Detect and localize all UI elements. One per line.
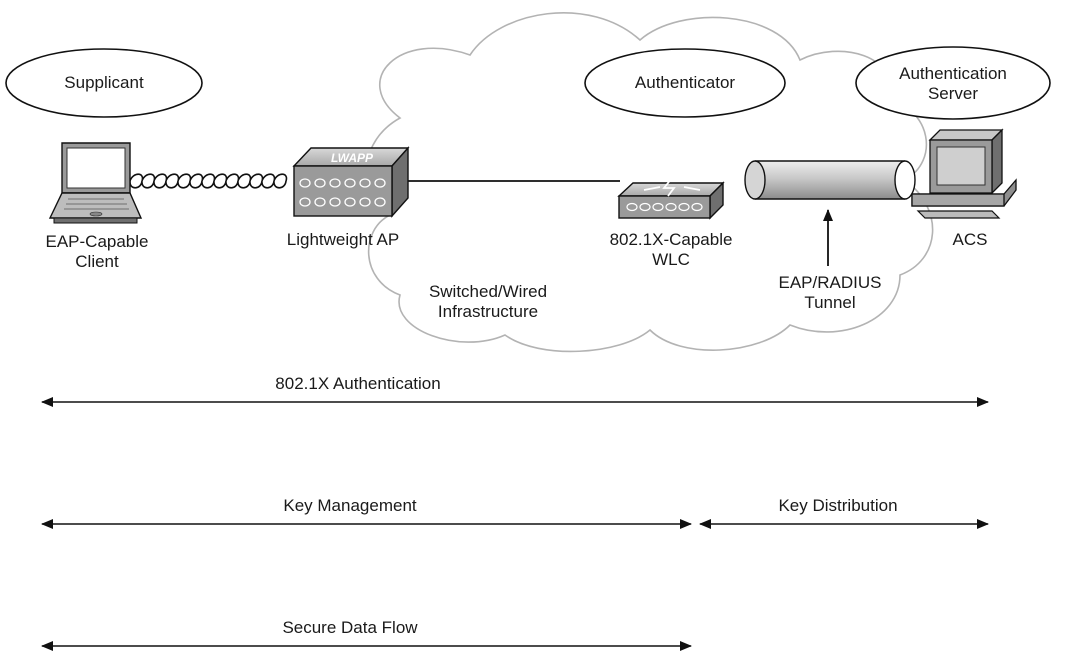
key-distribution-label: Key Distribution xyxy=(778,496,898,515)
authenticator-label: Authenticator xyxy=(634,73,736,92)
infrastructure-label: Switched/Wired Infrastructure xyxy=(428,282,548,321)
infrastructure-cloud xyxy=(365,12,934,353)
wlc-label: 802.1X-Capable WLC xyxy=(609,230,733,269)
tunnel-label: EAP/RADIUS Tunnel xyxy=(778,273,882,312)
acs-label: ACS xyxy=(952,230,988,249)
key-management-label: Key Management xyxy=(283,496,417,515)
wlc-icon xyxy=(617,177,725,220)
secure-data-flow-label: Secure Data Flow xyxy=(282,618,418,637)
wireless-link xyxy=(129,173,288,189)
authentication-server-label: Authentication Server xyxy=(899,64,1007,103)
supplicant-label: Supplicant xyxy=(64,73,144,92)
eap-radius-tunnel-icon xyxy=(744,160,916,200)
acs-server-icon xyxy=(911,128,1017,219)
authentication-server-ellipse xyxy=(855,46,1051,120)
lightweight-ap-label: Lightweight AP xyxy=(286,230,400,249)
laptop-icon xyxy=(48,142,143,224)
lightweight-ap-icon: LWAPP xyxy=(292,146,410,218)
supplicant-ellipse xyxy=(5,48,203,118)
authenticator-ellipse xyxy=(584,48,786,118)
auth-flow-label: 802.1X Authentication xyxy=(275,374,441,393)
ap-badge: LWAPP xyxy=(331,151,374,165)
client-label: EAP-Capable Client xyxy=(45,232,149,271)
